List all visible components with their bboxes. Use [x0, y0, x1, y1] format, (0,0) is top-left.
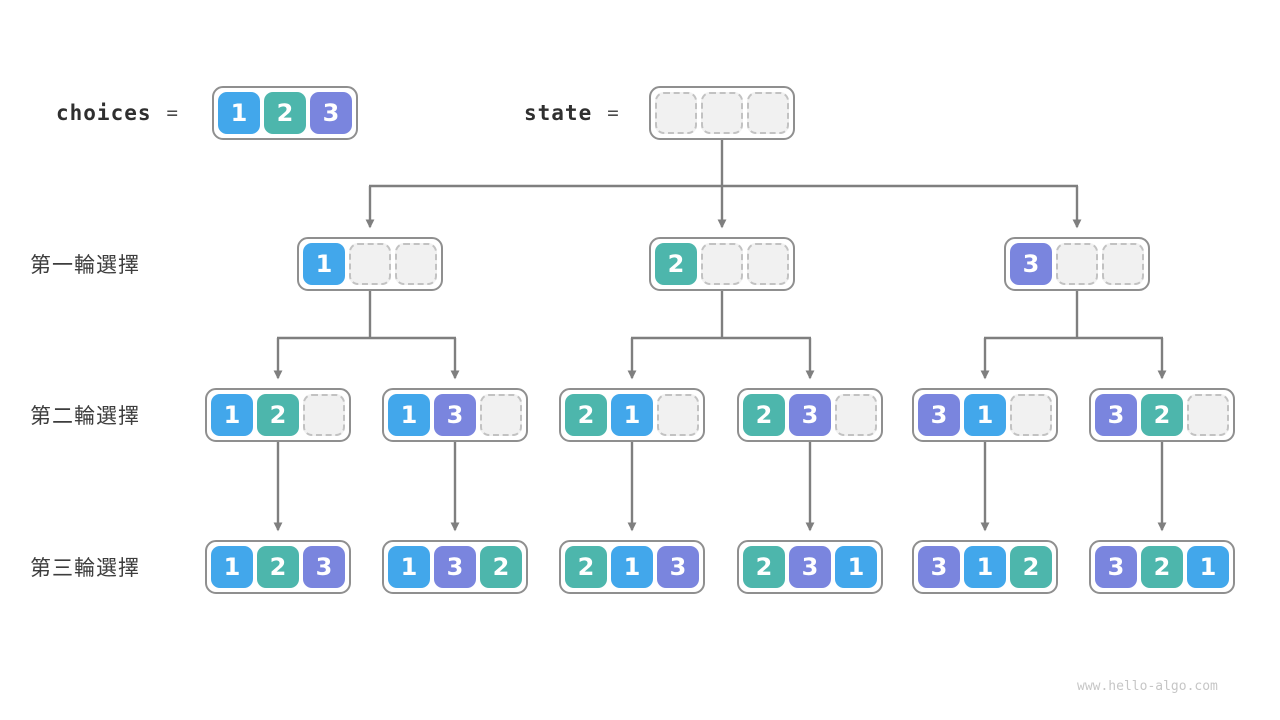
array-cell [1187, 394, 1229, 436]
array-cell: 3 [918, 546, 960, 588]
state-node-round3: 2 3 1 [737, 540, 883, 594]
array-cell: 2 [565, 394, 607, 436]
array-cell: 1 [211, 546, 253, 588]
state-node-round1: 1 [297, 237, 443, 291]
array-cell: 1 [388, 394, 430, 436]
array-cell: 2 [257, 546, 299, 588]
array-cell: 1 [218, 92, 260, 134]
state-node-round2: 3 1 [912, 388, 1058, 442]
array-cell: 1 [835, 546, 877, 588]
array-cell [835, 394, 877, 436]
array-cell [349, 243, 391, 285]
array-cell [701, 92, 743, 134]
array-cell: 3 [434, 394, 476, 436]
array-cell: 3 [434, 546, 476, 588]
state-node-round3: 2 1 3 [559, 540, 705, 594]
array-cell: 1 [1187, 546, 1229, 588]
state-node-round2: 2 1 [559, 388, 705, 442]
state-node-round1: 2 [649, 237, 795, 291]
state-node-round3: 1 2 3 [205, 540, 351, 594]
array-cell: 2 [1010, 546, 1052, 588]
state-node-round2: 1 3 [382, 388, 528, 442]
array-cell [701, 243, 743, 285]
array-cell: 2 [565, 546, 607, 588]
array-cell: 2 [257, 394, 299, 436]
array-cell: 2 [1141, 394, 1183, 436]
array-cell: 3 [918, 394, 960, 436]
array-cell: 2 [743, 394, 785, 436]
array-cell: 3 [657, 546, 699, 588]
array-cell [747, 243, 789, 285]
array-cell [395, 243, 437, 285]
array-cell: 2 [264, 92, 306, 134]
state-node-round3: 3 1 2 [912, 540, 1058, 594]
array-cell: 2 [480, 546, 522, 588]
state-node-round2: 2 3 [737, 388, 883, 442]
choices-label: choices [56, 101, 152, 125]
array-cell [480, 394, 522, 436]
choices-equals-sign: = [166, 102, 178, 124]
round-3-label: 第三輪選擇 [30, 557, 140, 580]
array-cell: 1 [388, 546, 430, 588]
array-cell: 3 [303, 546, 345, 588]
array-cell: 3 [1095, 394, 1137, 436]
array-cell: 2 [655, 243, 697, 285]
choices-expression: choices = [56, 86, 178, 140]
array-cell [1010, 394, 1052, 436]
array-cell [655, 92, 697, 134]
state-node-round1: 3 [1004, 237, 1150, 291]
choices-array-node: 1 2 3 [212, 86, 358, 140]
array-cell: 3 [310, 92, 352, 134]
array-cell [1102, 243, 1144, 285]
round-1-label: 第一輪選擇 [30, 254, 140, 277]
state-label: state [524, 101, 593, 125]
array-cell: 3 [1010, 243, 1052, 285]
array-cell: 1 [303, 243, 345, 285]
array-cell: 2 [1141, 546, 1183, 588]
array-cell: 1 [964, 394, 1006, 436]
array-cell: 3 [789, 546, 831, 588]
array-cell: 3 [789, 394, 831, 436]
state-equals-sign: = [607, 102, 619, 124]
array-cell [303, 394, 345, 436]
array-cell [657, 394, 699, 436]
state-node-round3: 3 2 1 [1089, 540, 1235, 594]
state-node-round2: 3 2 [1089, 388, 1235, 442]
array-cell: 1 [611, 546, 653, 588]
array-cell: 1 [611, 394, 653, 436]
state-array-node [649, 86, 795, 140]
state-node-round2: 1 2 [205, 388, 351, 442]
array-cell [1056, 243, 1098, 285]
array-cell: 2 [743, 546, 785, 588]
round-2-label: 第二輪選擇 [30, 405, 140, 428]
state-node-round3: 1 3 2 [382, 540, 528, 594]
array-cell: 3 [1095, 546, 1137, 588]
state-expression: state = [524, 86, 619, 140]
website-url: www.hello-algo.com [1077, 679, 1218, 694]
array-cell: 1 [964, 546, 1006, 588]
array-cell: 1 [211, 394, 253, 436]
array-cell [747, 92, 789, 134]
